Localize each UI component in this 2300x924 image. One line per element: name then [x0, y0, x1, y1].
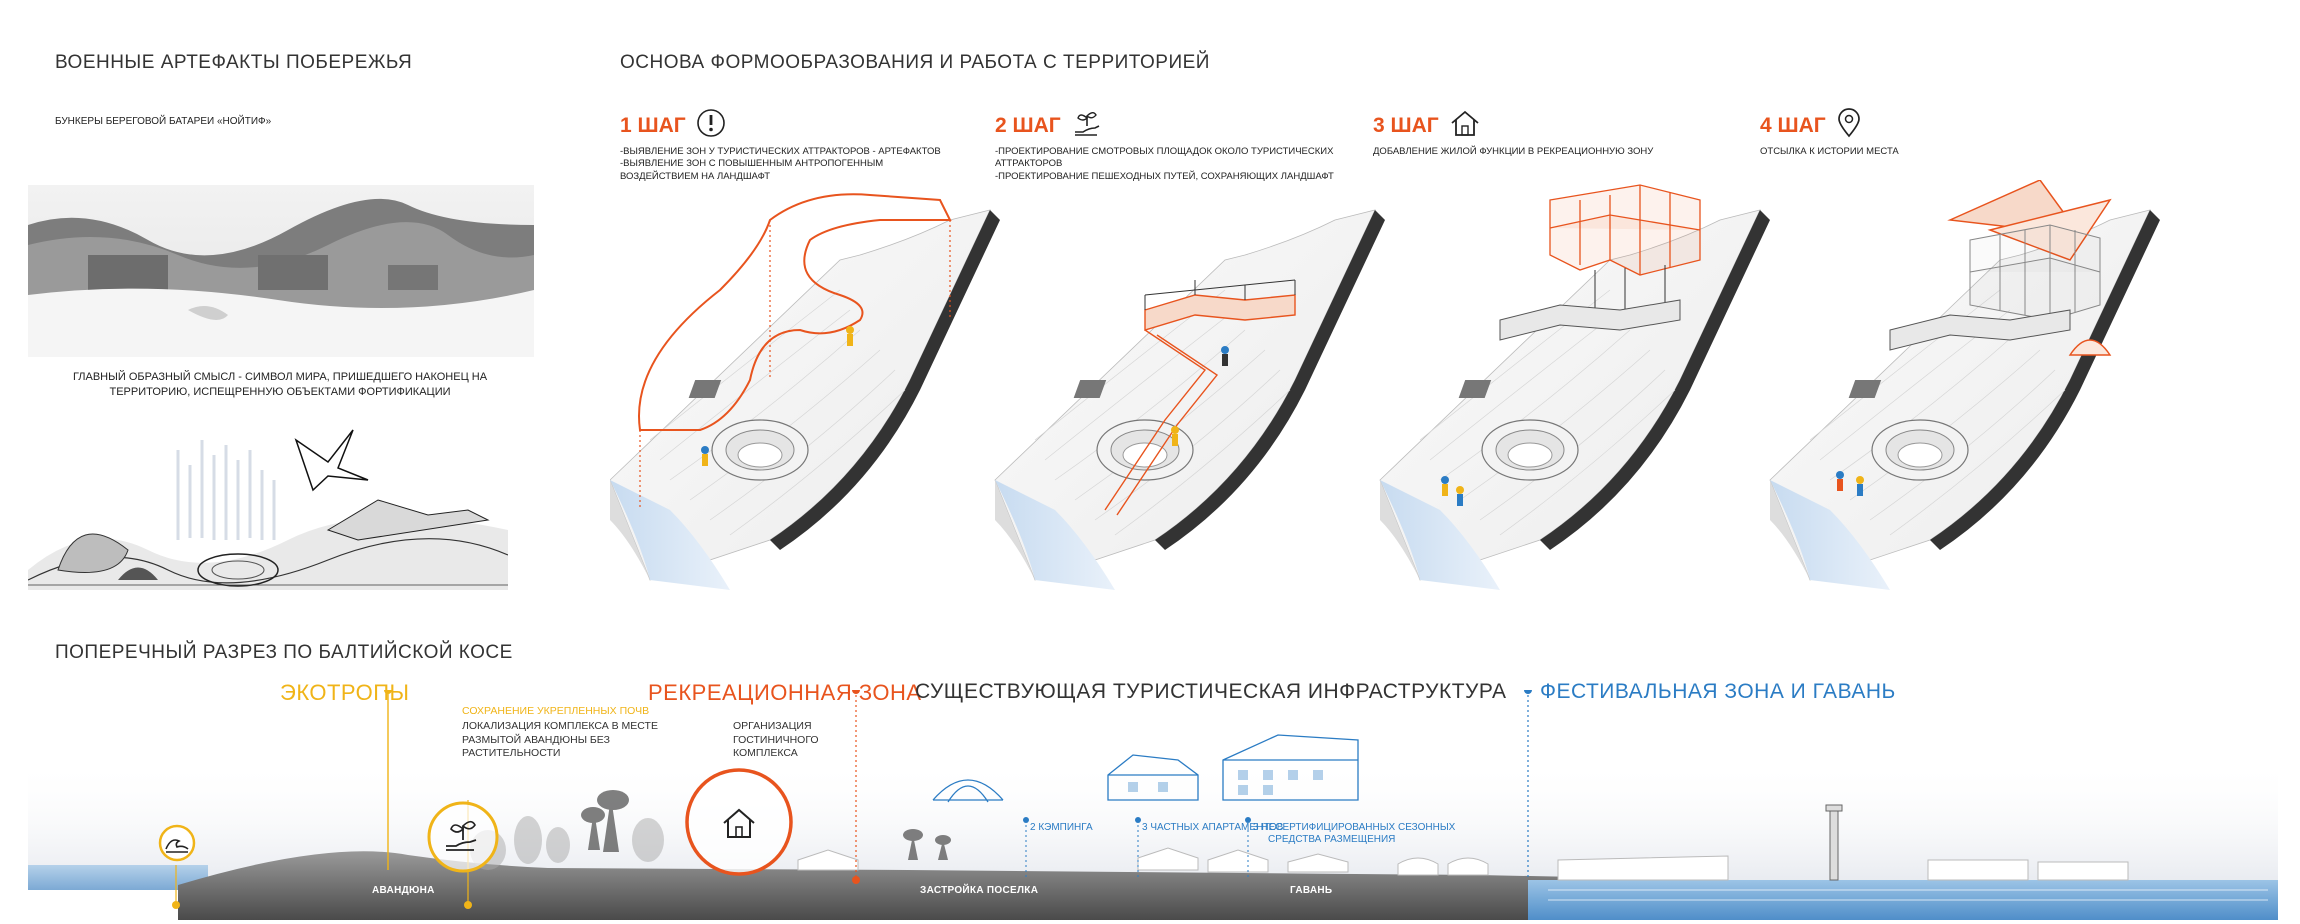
step-1-header: 1 ШАГ [620, 108, 726, 143]
house-circle-icon [682, 765, 796, 884]
diagram-step-2 [994, 209, 1386, 591]
ground-harbor: ГАВАНЬ [1290, 885, 1333, 896]
apartments-label: 3 ЧАСТНЫХ АПАРТАМЕНТОВ [1142, 822, 1284, 833]
house-icon [1449, 108, 1481, 143]
hand-plant-circle-icon [426, 800, 500, 879]
camping-label: 2 КЭМПИНГА [1030, 822, 1093, 833]
soil-title: СОХРАНЕНИЕ УКРЕПЛЕННЫХ ПОЧВ [462, 705, 650, 717]
section-heading: ПОПЕРЕЧНЫЙ РАЗРЕЗ ПО БАЛТИЙСКОЙ КОСЕ [55, 642, 513, 663]
hotel-desc: ОРГАНИЗАЦИЯ ГОСТИНИЧНОГО КОМПЛЕКСА [733, 720, 819, 760]
exclamation-icon [696, 108, 726, 143]
uncertified-label-2: СРЕДСТВА РАЗМЕЩЕНИЯ [1268, 834, 1396, 845]
location-pin-icon [1836, 108, 1862, 143]
step-3-desc: ДОБАВЛЕНИЕ ЖИЛОЙ ФУНКЦИИ В РЕКРЕАЦИОННУЮ… [1373, 146, 1654, 157]
ground-avandune: АВАНДЮНА [372, 885, 435, 896]
diagram-step-3 [1379, 184, 1771, 591]
step-4-desc: ОТСЫЛКА К ИСТОРИИ МЕСТА [1760, 146, 1899, 157]
uncertified-label-1: 3 НЕСЕРТИФИЦИРОВАННЫХ СЕЗОННЫХ [1253, 822, 1456, 833]
ground-village: ЗАСТРОЙКА ПОСЕЛКА [920, 885, 1039, 896]
hand-plant-icon [1071, 108, 1103, 143]
axonometric-diagrams [610, 180, 2161, 591]
step-4-header: 4 ШАГ [1760, 108, 1862, 143]
center-heading: ОСНОВА ФОРМООБРАЗОВАНИЯ И РАБОТА С ТЕРРИ… [620, 52, 1210, 73]
section-drawing [28, 690, 2278, 920]
festival-label: ФЕСТИВАЛЬНАЯ ЗОНА И ГАВАНЬ [1540, 680, 1896, 703]
step-3-header: 3 ШАГ [1373, 108, 1481, 143]
step-1-desc: -ВЫЯВЛЕНИЕ ЗОН У ТУРИСТИЧЕСКИХ АТТРАКТОР… [620, 146, 941, 182]
recreation-label: РЕКРЕАЦИОННАЯ ЗОНА [648, 680, 922, 705]
left-heading: ВОЕННЫЕ АРТЕФАКТЫ ПОБЕРЕЖЬЯ [55, 52, 413, 73]
step-2-label: 2 ШАГ [995, 114, 1061, 137]
step-3-label: 3 ШАГ [1373, 114, 1439, 137]
step-4-label: 4 ШАГ [1760, 114, 1826, 137]
soil-desc: ЛОКАЛИЗАЦИЯ КОМПЛЕКСА В МЕСТЕ РАЗМЫТОЙ А… [462, 720, 658, 760]
crane-sketch [28, 429, 508, 590]
step-1-label: 1 ШАГ [620, 114, 686, 137]
existing-infra-label: СУЩЕСТВУЮЩАЯ ТУРИСТИЧЕСКАЯ ИНФРАСТРУКТУР… [915, 680, 1507, 703]
bunker-photo [28, 185, 534, 357]
diagram-step-4 [1769, 180, 2161, 591]
step-2-desc: -ПРОЕКТИРОВАНИЕ СМОТРОВЫХ ПЛОЩАДОК ОКОЛО… [995, 146, 1334, 182]
wave-icon [157, 823, 197, 868]
left-caption: ГЛАВНЫЙ ОБРАЗНЫЙ СМЫСЛ - СИМВОЛ МИРА, ПР… [72, 371, 488, 398]
step-2-header: 2 ШАГ [995, 108, 1103, 143]
left-subheading: БУНКЕРЫ БЕРЕГОВОЙ БАТАРЕИ «НОЙТИФ» [55, 116, 272, 127]
diagram-step-1 [610, 193, 1001, 591]
